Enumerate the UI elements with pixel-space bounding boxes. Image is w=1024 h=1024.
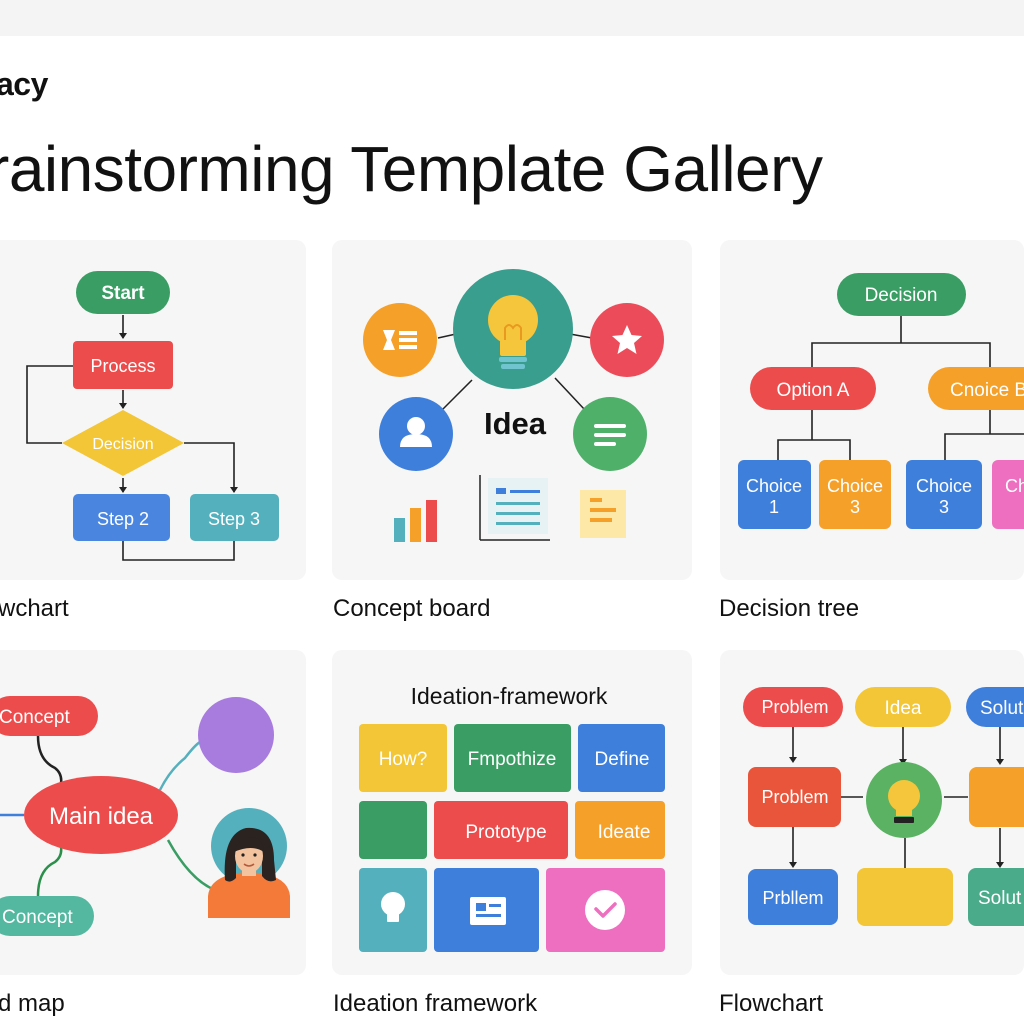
person-avatar-icon	[208, 808, 290, 918]
option-a-node	[750, 367, 876, 410]
solution-node-mid	[969, 767, 1024, 827]
problem-node-mid-label: Problem	[761, 787, 828, 807]
choice-label: Choice	[746, 476, 802, 496]
step2-node	[73, 494, 170, 541]
choice-label: Choice	[916, 476, 972, 496]
ideation-framework-preview: Ideation-framework How? Fmpothize Define…	[359, 683, 665, 952]
template-card-decision-tree[interactable]: Decision Option A Cnoice B Choice 1 Choi…	[720, 240, 1024, 580]
star-icon	[612, 325, 642, 354]
tile-empathize	[454, 724, 571, 792]
tile-blank	[359, 801, 427, 859]
document-icon	[594, 424, 626, 446]
card-caption-concept-board: Concept board	[333, 595, 491, 622]
problem-node-mid	[748, 767, 841, 827]
step3-node	[190, 494, 279, 541]
top-strip	[0, 0, 1024, 36]
card-caption-mind-map: d map	[0, 990, 65, 1017]
mind-map-preview: Concept Main idea Concept	[0, 696, 290, 936]
choice-node	[819, 460, 891, 529]
process-node	[73, 341, 173, 389]
tile-prototype-label: Prototype	[465, 822, 546, 843]
option-b-label: Cnoice B	[950, 380, 1024, 401]
tile-ideate-label: Ideate	[598, 822, 651, 843]
choice-node	[992, 460, 1024, 529]
problem-node-bottom	[748, 869, 838, 925]
concept-node-top-label: Concept	[0, 707, 70, 728]
tile-define	[578, 724, 665, 792]
flowchart-2-preview: Problem Idea Solut Problem Prbllem Solut	[743, 687, 1024, 926]
solution-node-bottom	[968, 868, 1024, 926]
user-icon	[400, 417, 432, 447]
tile-how	[359, 724, 447, 792]
choice-node	[738, 460, 811, 529]
list-icon	[383, 330, 417, 350]
choice-node	[906, 460, 982, 529]
template-card-flowchart-2[interactable]: Problem Idea Solut Problem Prbllem Solut	[720, 650, 1024, 975]
start-node-label: Start	[101, 283, 145, 304]
page-title: rainstorming Template Gallery	[0, 133, 823, 205]
problem-node-top	[743, 687, 843, 727]
idea-node-label: Idea	[885, 698, 922, 719]
card-caption-flowchart-2: Flowchart	[719, 990, 824, 1017]
root-decision-node	[837, 273, 966, 316]
lightbulb-icon	[488, 295, 538, 369]
concept-node-top	[0, 696, 98, 736]
idea-label: Idea	[484, 406, 547, 441]
connector	[122, 541, 235, 561]
choice-number: 3	[939, 497, 949, 517]
solution-node-top-label: Solut	[980, 698, 1024, 719]
decision-tree-preview: Decision Option A Cnoice B Choice 1 Choi…	[738, 273, 1024, 529]
solution-node-bottom-label: Solut	[978, 888, 1022, 909]
lightbulb-icon	[381, 892, 405, 922]
tile-prototype	[434, 801, 568, 859]
main-idea-node	[24, 776, 178, 854]
concept-node-bottom-label: Concept	[2, 907, 73, 928]
idea-node	[855, 687, 951, 727]
decision-node-label: Decision	[92, 436, 153, 453]
template-card-mind-map[interactable]: Concept Main idea Concept	[0, 650, 306, 975]
option-a-label: Option A	[777, 380, 850, 401]
idea-bubble	[198, 697, 274, 773]
sticky-note-icon	[580, 490, 626, 538]
template-card-flowchart[interactable]: Start Process Decision Step 2 Step 3	[0, 240, 306, 580]
option-b-node	[928, 367, 1024, 410]
card-caption-flowchart: wchart	[0, 595, 69, 622]
step2-node-label: Step 2	[97, 509, 149, 529]
problem-node-bottom-label: Prbllem	[762, 888, 823, 908]
template-card-concept-board[interactable]: Idea	[332, 240, 692, 580]
root-decision-label: Decision	[865, 285, 938, 306]
problem-node-top-label: Problem	[761, 697, 828, 717]
card-caption-decision-tree: Decision tree	[719, 595, 860, 622]
flowchart-preview: Start Process Decision Step 2 Step 3	[26, 271, 279, 561]
tile-ideate	[575, 801, 665, 859]
start-node	[76, 271, 170, 314]
blank-node	[857, 868, 953, 926]
template-card-ideation-framework[interactable]: Ideation-framework How? Fmpothize Define…	[332, 650, 692, 975]
step3-node-label: Step 3	[208, 509, 260, 529]
id-card-icon	[470, 897, 506, 925]
solution-node-top	[966, 687, 1024, 727]
brand-name: acy	[0, 66, 48, 102]
bar-chart-icon	[394, 500, 437, 542]
document-card-icon	[479, 475, 550, 541]
connector	[26, 365, 73, 444]
connector	[184, 442, 235, 492]
tile-define-label: Define	[595, 749, 650, 770]
tile-empathize-label: Fmpothize	[468, 749, 557, 770]
card-caption-ideation-framework: Ideation framework	[333, 990, 538, 1017]
concept-board-preview: Idea	[363, 269, 664, 542]
choice-number: 3	[850, 497, 860, 517]
choice-label: Choice	[827, 476, 883, 496]
choice-number: 1	[769, 497, 779, 517]
decision-node	[62, 410, 184, 476]
process-node-label: Process	[90, 356, 155, 376]
check-circle-icon	[585, 890, 625, 930]
choice-label: Ch	[1005, 476, 1024, 496]
lightbulb-icon	[866, 762, 942, 838]
tile-how-label: How?	[379, 749, 428, 770]
main-idea-label: Main idea	[49, 803, 154, 830]
concept-node-bottom	[0, 896, 94, 936]
framework-header: Ideation-framework	[411, 683, 608, 709]
